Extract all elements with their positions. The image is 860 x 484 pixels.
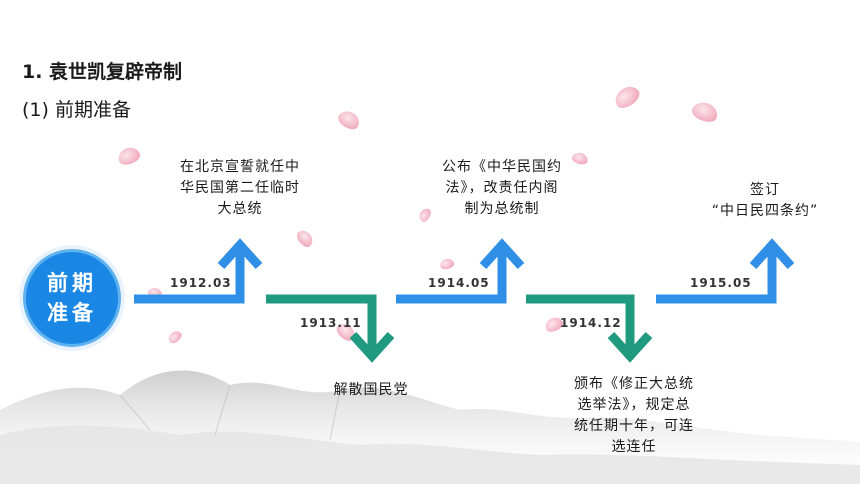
timeline-arrow-4 [526,294,635,352]
timeline-date-2: 1913.11 [300,316,362,330]
stage-badge-line-1: 前期 [47,271,97,295]
timeline-arrow-3 [396,248,507,304]
arrow-head-up-icon [749,238,795,270]
timeline-event-2: 解散国民党 [333,382,409,398]
timeline-arrow-5 [656,248,777,304]
timeline-date-5: 1915.05 [690,276,752,290]
timeline-arrow-1 [134,248,245,304]
arrow-head-up-icon [479,238,525,270]
section-title: 1. 袁世凯复辟帝制 [22,61,183,83]
timeline-date-3: 1914.05 [428,276,490,290]
stage-badge-line-2: 准备 [47,301,97,325]
ink-mountain-background [0,370,860,484]
subsection-title: (1) 前期准备 [22,99,131,121]
timeline-event-5: 签订 “中日民四条约” [711,182,819,219]
timeline-date-4: 1914.12 [560,316,622,330]
timeline-arrow-2 [266,294,377,352]
stage-badge: 前期 准备 [23,249,121,347]
timeline-event-1: 在北京宣誓就任中 华民国第二任临时 大总统 [180,159,300,217]
arrow-head-down-icon [349,331,395,363]
arrow-head-down-icon [607,331,653,363]
timeline-event-3: 公布《中华民国约 法》，改责任内阁 制为总统制 [442,159,562,217]
arrow-head-up-icon [217,238,263,270]
timeline-event-4: 颁布《修正大总统 选举法》，规定总 统任期十年，可连 选连任 [574,376,694,455]
timeline-date-1: 1912.03 [170,276,232,290]
